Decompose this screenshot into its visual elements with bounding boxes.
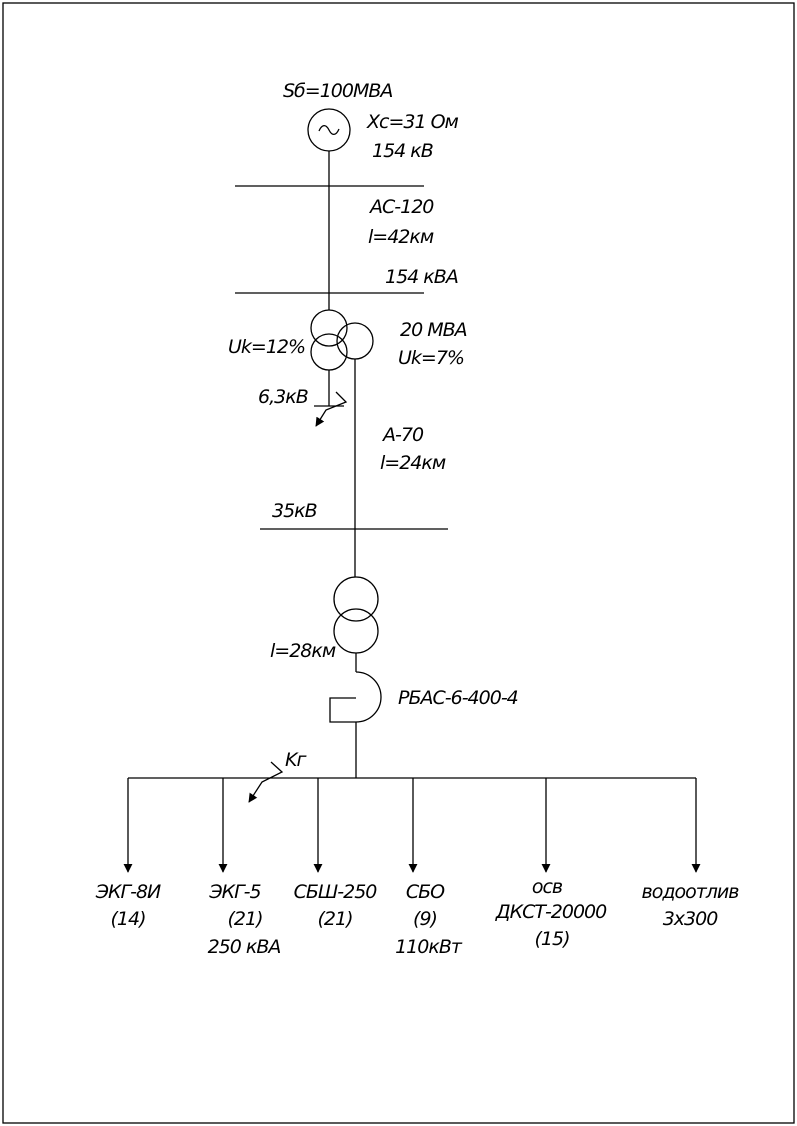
load-label-line: (14) xyxy=(110,908,145,930)
load-label-line: 3x300 xyxy=(663,908,719,930)
transformer1-hv-winding xyxy=(310,309,348,347)
source-voltage-label: 154 кВ xyxy=(372,140,433,162)
bus-154-label: 154 кВА xyxy=(385,266,458,288)
load-label-line: водоотлив xyxy=(642,881,740,903)
bus-35-label: 35кВ xyxy=(272,500,317,522)
lv-6-3-label: 6,3кВ xyxy=(258,386,308,408)
load-label-line: 110кВт xyxy=(395,936,463,958)
transformer1-lv-winding xyxy=(310,333,348,371)
transformer1-uk-right-label: Uk=7% xyxy=(398,347,464,369)
load-label-line: (15) xyxy=(534,928,569,950)
load-label-sbo: СБО (9) 110кВт xyxy=(395,881,464,958)
generator-tilde-icon xyxy=(318,124,340,136)
reactor-symbol xyxy=(329,671,382,723)
transformer2-length-label: l=28км xyxy=(270,640,336,662)
source-power-label: Sб=100МВА xyxy=(283,80,392,102)
load-label-drainage: водоотлив 3x300 xyxy=(642,881,741,930)
load-label-line: СБО xyxy=(406,881,445,903)
load-label-line: ЭКГ-5 xyxy=(208,881,261,903)
load-label-sbsh-250: СБШ-250 (21) xyxy=(294,881,379,930)
transformer2-hv-winding xyxy=(333,576,379,622)
fault-k2-label: Kг xyxy=(285,749,307,771)
line1-length-label: l=42км xyxy=(368,226,434,248)
load-label-lighting: осв ДКСТ-20000 (15) xyxy=(495,876,608,950)
fault-k1-icon xyxy=(315,391,348,427)
line1-type-label: АС-120 xyxy=(368,196,434,218)
transformer1-mv-winding xyxy=(336,322,374,360)
line2-length-label: l=24км xyxy=(380,452,446,474)
load-label-line: осв xyxy=(532,876,563,898)
load-label-line: ДКСТ-20000 xyxy=(495,901,607,923)
load-label-line: (21) xyxy=(317,908,352,930)
transformer1-uk-left-label: Uk=12% xyxy=(228,336,305,358)
fault-k2-icon xyxy=(248,761,284,803)
line2-type-label: А-70 xyxy=(381,424,424,446)
load-label-line: СБШ-250 xyxy=(294,881,378,903)
load-label-line: (21) xyxy=(227,908,262,930)
load-label-ekg-8i: ЭКГ-8И (14) xyxy=(95,881,162,930)
load-label-line: 250 кВА xyxy=(208,936,281,958)
reactor-label: РБАС-6-400-4 xyxy=(398,687,518,709)
transformer1-rating-label: 20 МВА xyxy=(400,319,467,341)
load-label-ekg-5: ЭКГ-5 (21) 250 кВА xyxy=(208,881,282,958)
source-reactance-label: Xc=31 Ом xyxy=(366,111,459,133)
load-label-line: (9) xyxy=(413,908,437,930)
load-label-line: ЭКГ-8И xyxy=(95,881,161,903)
